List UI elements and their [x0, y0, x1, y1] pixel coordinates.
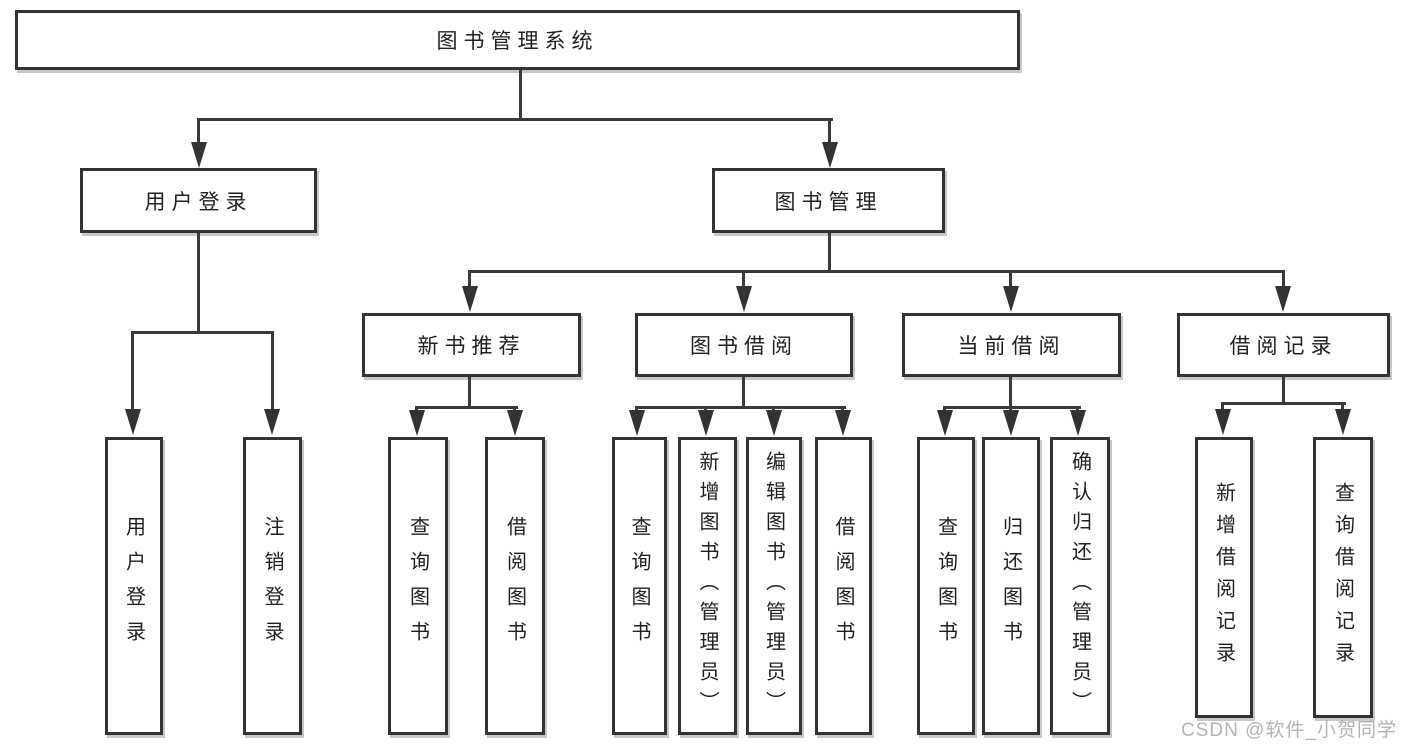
leaf-query-borrow-record-label: 查询借阅记录	[1331, 481, 1354, 674]
book-management-node-label: 图书管理	[774, 190, 883, 214]
connector-line	[828, 233, 831, 273]
arrow-down-icon	[937, 410, 953, 436]
connector-line	[468, 377, 471, 409]
connector-line	[197, 118, 200, 146]
leaf-edit-books-admin: 编辑图书（管理员）	[746, 437, 802, 735]
current-borrow-label: 当前借阅	[957, 335, 1066, 358]
connector-line	[131, 331, 274, 334]
leaf-borrow-books-label: 借阅图书	[503, 516, 526, 656]
arrow-down-icon	[409, 410, 425, 436]
arrow-down-icon	[835, 410, 851, 436]
leaf-query-books: 查询图书	[612, 437, 667, 735]
leaf-add-borrow-record: 新增借阅记录	[1195, 437, 1253, 718]
leaf-query-books-label: 查询图书	[406, 516, 429, 656]
book-borrow-label: 图书借阅	[690, 335, 798, 358]
connector-line	[415, 406, 518, 409]
connector-line	[468, 270, 471, 290]
leaf-edit-books-admin-label: 编辑图书（管理员）	[762, 451, 785, 721]
leaf-borrow-books-label: 借阅图书	[832, 516, 854, 656]
connector-line	[742, 377, 745, 409]
leaf-query-books: 查询图书	[388, 437, 448, 735]
connector-line	[271, 331, 274, 411]
current-borrow-node: 当前借阅	[902, 313, 1121, 377]
leaf-add-borrow-record-label: 新增借阅记录	[1212, 481, 1235, 674]
leaf-borrow-books: 借阅图书	[815, 437, 872, 735]
connector-line	[1009, 377, 1012, 409]
leaf-query-borrow-record: 查询借阅记录	[1313, 437, 1373, 718]
leaf-logout: 注销登录	[243, 437, 302, 735]
connector-line	[1282, 270, 1285, 290]
arrow-down-icon	[1275, 286, 1291, 312]
arrow-down-icon	[125, 409, 141, 435]
arrow-down-icon	[822, 142, 838, 168]
leaf-borrow-books: 借阅图书	[485, 437, 545, 735]
leaf-query-books-label: 查询图书	[934, 516, 957, 656]
borrow-record-label: 借阅记录	[1229, 335, 1338, 358]
leaf-query-books-label: 查询图书	[628, 516, 650, 656]
leaf-add-books-admin-label: 新增图书（管理员）	[696, 451, 718, 721]
user-login-node-label: 用户登录	[144, 190, 253, 214]
connector-line	[519, 70, 522, 120]
connector-line	[828, 118, 831, 146]
arrow-down-icon	[507, 410, 523, 436]
new-book-recommend-label: 新书推荐	[417, 335, 526, 358]
root-node: 图书管理系统	[15, 10, 1020, 70]
leaf-add-books-admin: 新增图书（管理员）	[678, 437, 737, 735]
leaf-confirm-return-admin: 确认归还（管理员）	[1050, 437, 1110, 735]
leaf-query-books: 查询图书	[917, 437, 975, 735]
connector-line	[943, 406, 1081, 409]
arrow-down-icon	[1335, 409, 1351, 435]
arrow-down-icon	[766, 410, 782, 436]
arrow-down-icon	[191, 142, 207, 168]
arrow-down-icon	[264, 409, 280, 435]
leaf-user-login: 用户登录	[105, 437, 163, 735]
connector-line	[1341, 402, 1344, 412]
arrow-down-icon	[736, 286, 752, 312]
user-login-node: 用户登录	[80, 168, 317, 233]
leaf-user-login-label: 用户登录	[122, 516, 145, 656]
borrow-record-node: 借阅记录	[1177, 313, 1390, 377]
connector-line	[197, 118, 833, 121]
watermark: CSDN @软件_小贺同学	[1181, 720, 1397, 741]
arrow-down-icon	[698, 410, 714, 436]
arrow-down-icon	[629, 410, 645, 436]
connector-line	[131, 331, 134, 411]
arrow-down-icon	[462, 286, 478, 312]
book-borrow-node: 图书借阅	[635, 313, 853, 377]
connector-line	[635, 406, 846, 409]
leaf-return-books: 归还图书	[982, 437, 1040, 735]
arrow-down-icon	[1003, 410, 1019, 436]
connector-line	[1221, 402, 1224, 412]
leaf-return-books-label: 归还图书	[999, 516, 1022, 656]
book-management-node: 图书管理	[712, 168, 945, 233]
connector-line	[1009, 270, 1012, 290]
connector-line	[1221, 402, 1346, 405]
leaf-logout-label: 注销登录	[261, 516, 283, 656]
root-node-label: 图书管理系统	[436, 30, 599, 53]
new-book-recommend-node: 新书推荐	[362, 313, 581, 377]
connector-line	[197, 233, 200, 334]
connector-line	[1282, 377, 1285, 405]
arrow-down-icon	[1215, 409, 1231, 435]
connector-line	[468, 270, 1285, 273]
arrow-down-icon	[1003, 286, 1019, 312]
leaf-confirm-return-admin-label: 确认归还（管理员）	[1068, 451, 1091, 721]
connector-line	[742, 270, 745, 290]
arrow-down-icon	[1070, 410, 1086, 436]
